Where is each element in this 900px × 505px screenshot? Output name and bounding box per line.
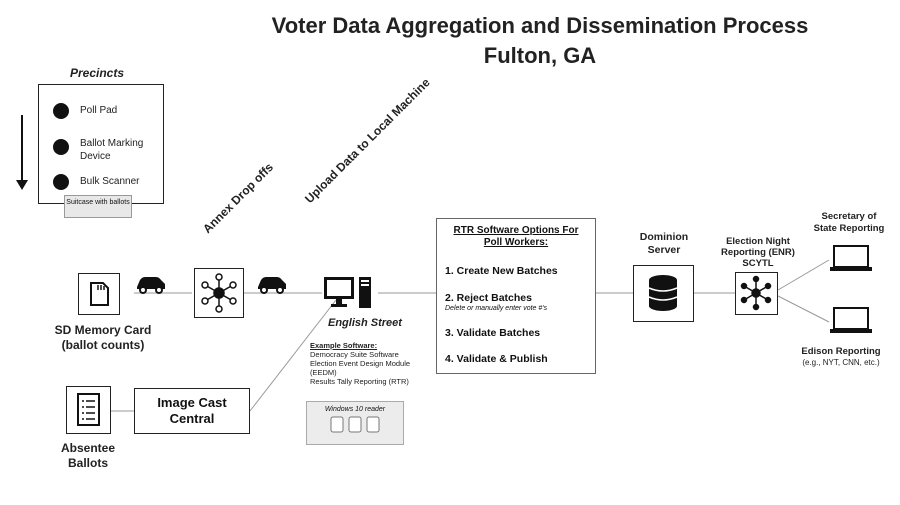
image-cast-central-box: Image Cast Central [134,388,250,434]
enr-line3: SCYTL [742,258,774,269]
suitcase-label: Suitcase with ballots [64,195,132,218]
car-icon [258,277,286,294]
sd-card-label-line2: (ballot counts) [61,338,145,352]
ballot-marking-device-icon [53,139,69,155]
sos-line2: State Reporting [813,223,885,234]
rtr-reject-note: Delete or manually enter vote #'s [445,305,548,312]
precincts-heading: Precincts [70,66,125,80]
card-reader-slots-icon [330,416,380,433]
dominion-line1: Dominion [639,231,689,243]
computer-icon [324,277,371,308]
rtr-options-box: RTR Software Options For Poll Workers: 1… [436,218,596,374]
software-heading: Example Software: [310,341,378,350]
bulk-scanner-icon [53,174,69,190]
software-list: Example Software: Democracy Suite Softwa… [310,341,410,386]
sos-line1: Secretary of [821,211,877,222]
laptop-icon [830,307,872,333]
rtr-heading-line1: RTR Software Options For [453,225,579,236]
rtr-option: 2. Reject Batches [445,292,532,304]
software-item: (EEDM) [310,368,337,377]
rtr-option: 3. Validate Batches [445,327,541,339]
database-icon [648,275,678,311]
software-item: Election Event Design Module [310,359,411,368]
annex-hub-box [194,268,244,318]
diagram-subtitle: Fulton, GA [483,43,597,68]
software-item: Democracy Suite Software [310,350,399,359]
absentee-label-line2: Ballots [67,456,108,470]
image-cast-line2: Central [169,411,215,426]
sd-card-icon [90,282,109,306]
rtr-heading: RTR Software Options For Poll Workers: [437,225,595,249]
ballot-clipboard-icon [77,393,100,426]
dominion-server-box [633,265,694,322]
image-cast-line1: Image Cast [157,395,227,410]
poll-pad-icon [53,103,69,119]
network-hub-icon [201,273,237,313]
windows-reader-box: Windows 10 reader [306,401,404,445]
precinct-item-ballot-marking-device: Ballot Marking Device [80,138,144,162]
software-item: Results Tally Reporting (RTR) [310,377,409,386]
enr-line1: Election Night [726,236,790,247]
english-street-label: English Street [328,317,402,329]
precinct-item-poll-pad: Poll Pad [80,105,118,116]
dominion-label: Dominion Server [624,231,704,257]
dominion-line2: Server [647,244,681,256]
enr-hub-box [735,272,778,315]
sd-card-label: SD Memory Card (ballot counts) [48,323,158,353]
network-hub-icon [740,275,772,311]
precinct-item-bulk-scanner: Bulk Scanner [80,176,140,187]
absentee-box [66,386,111,434]
absentee-label-line1: Absentee [60,441,116,455]
diagram-title: Voter Data Aggregation and Dissemination… [271,13,809,38]
edison-label: Edison Reporting (e.g., NYT, CNN, etc.) [782,346,900,368]
car-icon [137,277,165,294]
sd-card-box [78,273,120,315]
edison-line1: Edison Reporting [801,346,881,357]
sd-card-label-line1: SD Memory Card [54,323,152,337]
enr-label: Election Night Reporting (ENR) SCYTL [713,236,803,269]
laptop-icon [830,245,872,271]
sos-label: Secretary of State Reporting [808,211,890,235]
enr-line2: Reporting (ENR) [721,247,795,258]
rtr-option: 1. Create New Batches [445,265,558,277]
rtr-option: 4. Validate & Publish [445,353,548,365]
rtr-heading-line2: Poll Workers: [483,237,549,248]
edison-line2: (e.g., NYT, CNN, etc.) [802,358,880,367]
windows-reader-label: Windows 10 reader [324,406,386,413]
absentee-label: Absentee Ballots [48,441,128,471]
